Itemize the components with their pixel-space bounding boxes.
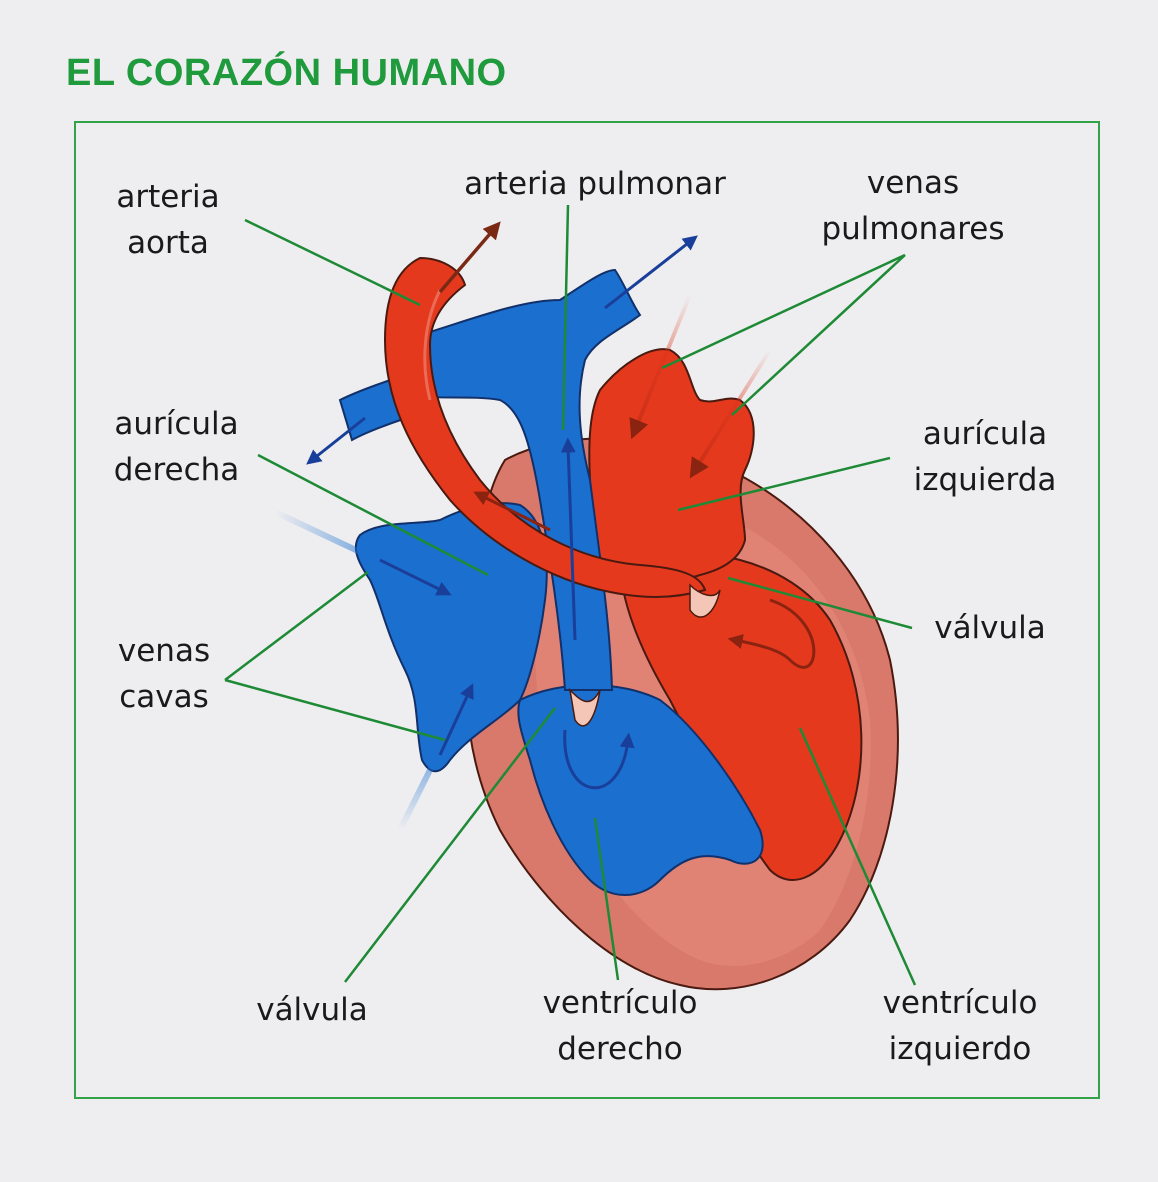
pulmonary-out-arrow-left [306,416,366,465]
left-ventricle-loop-arrow [727,598,816,669]
leader-arteria-pulmonar [561,204,570,431]
vena-cava-superior-arrow [379,558,452,596]
valve-flap-right [568,687,601,727]
pulmonary-vein-flow-1 [629,294,692,440]
right-ventricle-loop-arrow [563,729,635,790]
valve-flap-left [689,583,721,618]
leader-valvula-izquierda [344,707,556,983]
pulmonary-out-arrow-right [604,235,698,310]
leader-ventriculo-derecho [593,817,620,981]
left-atrium-shape [588,348,755,588]
leader-venas-pulmonares-1 [661,253,906,370]
label-arteria-pulmonar: arteria pulmonar [464,166,726,202]
leader-auricula-izquierda [677,456,891,512]
diagram-frame [74,121,1100,1099]
aorta-out-arrow [438,221,501,294]
left-ventricle-shape [618,551,863,881]
label-valvula-derecha: válvula [934,610,1046,646]
leader-ventriculo-izquierdo [798,727,917,986]
pulmonary-vein-flow-2 [689,348,772,479]
aorta-internal-arrow [473,491,551,532]
pulmonary-up-arrow [560,437,577,641]
leader-arteria-aorta [244,218,421,307]
diagram-title: EL CORAZÓN HUMANO [66,52,507,94]
aorta-shape [383,256,707,598]
leader-venas-cavas-1 [224,571,369,681]
leader-valvula-derecha [727,576,913,630]
vena-cava-inferior-arrow [438,683,474,756]
leader-venas-cavas-2 [224,678,446,742]
aorta-highlight [423,289,442,401]
label-valvula-izquierda: válvula [256,992,368,1028]
right-ventricle-shape [517,684,764,896]
leader-venas-pulmonares-2 [731,254,906,416]
leader-auricula-derecha [257,453,489,577]
